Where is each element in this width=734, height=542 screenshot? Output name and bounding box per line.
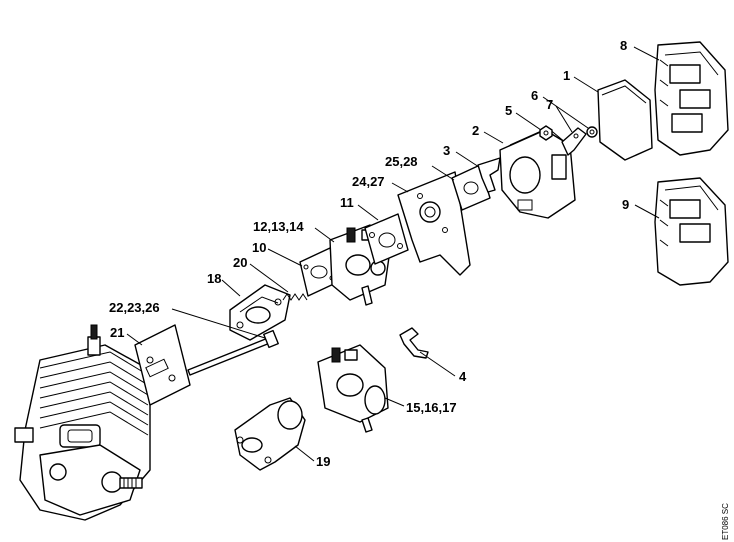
manifold-19: [234, 397, 306, 471]
carburetor-15-16-17: [317, 344, 389, 433]
engine-assembly: [14, 324, 151, 521]
flange-18: [229, 284, 291, 341]
plate-24-27: [397, 171, 471, 276]
label-11: 11: [340, 195, 354, 210]
lever-4: [399, 327, 429, 359]
nut-5: [539, 125, 553, 141]
label-25-28: 25,28: [385, 154, 418, 169]
gasket-11: [364, 213, 409, 265]
label-9: 9: [622, 197, 629, 212]
choke-lever-7: [561, 127, 587, 156]
filter-cover-9: [654, 177, 729, 286]
part-labels: 1 2 3 4 5 6 7 8 9 10 11 12,13,14 15,16,1…: [109, 38, 629, 469]
lever-3: [477, 157, 501, 193]
filter-housing-2: [499, 127, 576, 219]
label-15-16-17: 15,16,17: [406, 400, 457, 415]
label-2: 2: [472, 123, 479, 138]
leader-lines: [126, 46, 660, 462]
label-6: 6: [531, 88, 538, 103]
label-3: 3: [443, 143, 450, 158]
label-4: 4: [459, 369, 467, 384]
label-12-13-14: 12,13,14: [253, 219, 304, 234]
label-19: 19: [316, 454, 330, 469]
label-7: 7: [546, 97, 553, 112]
label-24-27: 24,27: [352, 174, 385, 189]
air-filter-1: [597, 79, 653, 161]
label-22-23-26: 22,23,26: [109, 300, 160, 315]
washer-6: [586, 126, 598, 138]
label-8: 8: [620, 38, 627, 53]
label-10: 10: [252, 240, 266, 255]
label-20: 20: [233, 255, 247, 270]
gasket-21: [134, 324, 191, 406]
drawing-code: ET086 SC: [721, 503, 730, 540]
screw-22: [187, 329, 279, 376]
gasket-25-28: [451, 164, 491, 211]
label-18: 18: [207, 271, 221, 286]
label-21: 21: [110, 325, 124, 340]
label-1: 1: [563, 68, 570, 83]
spring-20: [282, 293, 308, 301]
label-5: 5: [505, 103, 512, 118]
filter-cover-8: [654, 41, 729, 156]
